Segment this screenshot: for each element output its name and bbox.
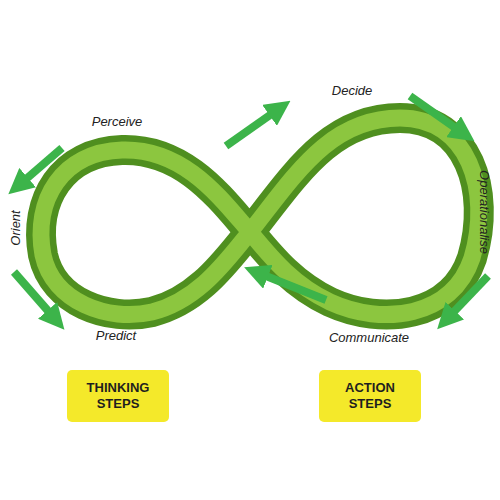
steps-heading: THINKING STEPS: [79, 380, 157, 413]
flow-arrow: [446, 276, 488, 320]
step-label: Orient: [9, 210, 22, 245]
steps-box-body: ACTION STEPS: [331, 380, 409, 413]
flow-arrow: [18, 148, 62, 186]
flow-arrow: [256, 272, 326, 300]
step-label: Communicate: [329, 331, 409, 344]
step-label: Perceive: [92, 115, 143, 128]
loop-highlight: [41, 118, 479, 315]
step-label: Predict: [96, 329, 136, 342]
steps-box: THINKING STEPS: [67, 370, 169, 422]
flow-arrow: [14, 272, 56, 320]
step-label: Operationalise: [478, 170, 491, 254]
flow-arrow: [410, 96, 464, 134]
step-label: Decide: [332, 84, 372, 97]
steps-heading: ACTION STEPS: [331, 380, 409, 413]
loop-shadow: [41, 118, 479, 315]
steps-box-body: THINKING STEPS: [79, 380, 157, 413]
steps-box: ACTION STEPS: [319, 370, 421, 422]
flow-arrow: [226, 108, 280, 146]
